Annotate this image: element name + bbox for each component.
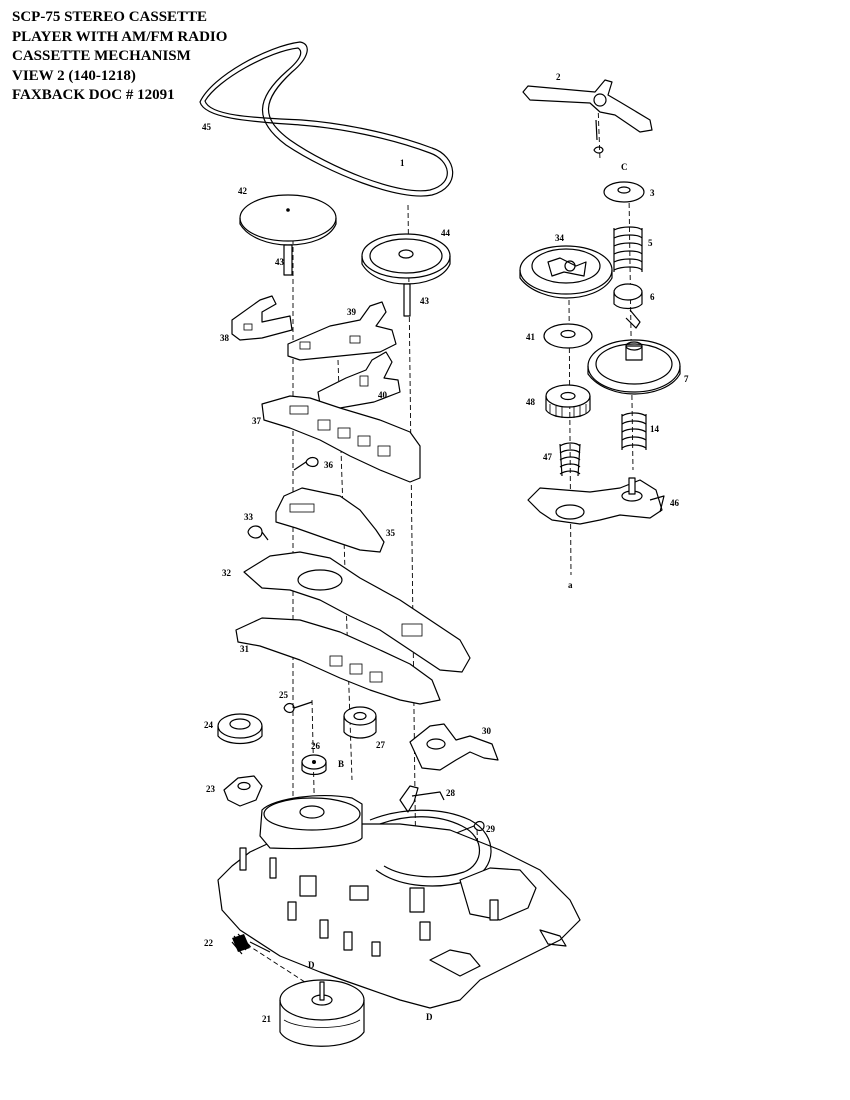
gear-part-26 <box>301 754 327 776</box>
label-part-37: 37 <box>252 416 262 426</box>
roller-part-27 <box>343 706 377 739</box>
label-ref-b: B <box>338 759 344 769</box>
label-part-5: 5 <box>648 238 653 248</box>
label-part-38: 38 <box>220 333 230 343</box>
label-part-36: 36 <box>324 460 334 470</box>
label-part-24: 24 <box>204 720 214 730</box>
spring-part-47 <box>559 442 581 477</box>
bracket-part-38 <box>231 295 293 341</box>
label-part-22: 22 <box>204 938 214 948</box>
label-part-47: 47 <box>543 452 553 462</box>
pulley-wheel <box>361 233 451 317</box>
lower-slide-plate-part-31 <box>235 617 441 705</box>
label-part-46: 46 <box>670 498 680 508</box>
label-part-32: 32 <box>222 568 232 578</box>
title-line-2: PLAYER WITH AM/FM RADIO <box>12 28 228 45</box>
roller-gear-part-24 <box>217 713 263 745</box>
spring-part-25 <box>283 701 313 714</box>
head-lever-part-30 <box>409 723 499 771</box>
label-ref-d-right: D <box>426 1012 433 1022</box>
spring-part-14 <box>621 412 647 450</box>
label-part-43-left: 43 <box>275 257 285 267</box>
label-part-31: 31 <box>240 644 250 654</box>
spring-part-22 <box>231 933 271 955</box>
label-part-2: 2 <box>556 72 561 82</box>
label-part-21: 21 <box>262 1014 272 1024</box>
title-block: SCP-75 STEREO CASSETTE PLAYER WITH AM/FM… <box>12 8 227 106</box>
drive-belt <box>199 41 454 197</box>
label-part-3: 3 <box>650 188 655 198</box>
label-part-42: 42 <box>238 186 248 196</box>
lever-part-28 <box>399 785 445 813</box>
title-line-5: FAXBACK DOC # 12091 <box>12 87 175 103</box>
label-part-30: 30 <box>482 726 492 736</box>
title-line-1: SCP-75 STEREO CASSETTE <box>12 9 208 25</box>
label-part-7: 7 <box>684 374 689 384</box>
large-gear-part-7 <box>587 339 681 395</box>
label-part-1: 1 <box>400 158 405 168</box>
cassette-chassis <box>217 795 581 1009</box>
arm-part-23 <box>223 775 263 807</box>
slide-bracket-part-39 <box>287 301 397 361</box>
label-ref-d-left: D <box>308 960 315 970</box>
large-slide-plate-part-32 <box>243 551 471 673</box>
washer-part-3 <box>603 181 645 203</box>
label-ref-a: a <box>568 580 573 590</box>
label-part-33: 33 <box>244 512 254 522</box>
label-part-27: 27 <box>376 740 386 750</box>
label-part-28: 28 <box>446 788 456 798</box>
slide-plate-part-35 <box>275 487 385 553</box>
label-part-34: 34 <box>555 233 565 243</box>
title-line-3: CASSETTE MECHANISM <box>12 48 191 64</box>
label-part-40: 40 <box>378 390 388 400</box>
reel-gear <box>519 245 613 299</box>
label-part-43-right: 43 <box>420 296 430 306</box>
clutch-ring <box>613 283 643 329</box>
lever-arm <box>522 79 653 154</box>
geared-hub <box>545 384 591 419</box>
flywheel-disc <box>239 194 337 276</box>
spring-part-29 <box>453 820 485 835</box>
label-part-25: 25 <box>279 690 289 700</box>
label-part-14: 14 <box>650 424 660 434</box>
label-part-45: 45 <box>202 122 212 132</box>
drive-motor <box>279 979 365 1047</box>
bracket-part-40 <box>317 351 401 409</box>
label-part-26: 26 <box>311 741 321 751</box>
title-line-4: VIEW 2 (140-1218) <box>12 67 136 84</box>
label-part-44: 44 <box>441 228 451 238</box>
label-part-6: 6 <box>650 292 655 302</box>
torsion-spring-part-33 <box>247 525 269 541</box>
label-part-48: 48 <box>526 397 536 407</box>
main-slide-plate <box>261 395 421 483</box>
label-part-29: 29 <box>486 824 496 834</box>
spring-part-5 <box>613 226 643 272</box>
label-ref-c: C <box>621 162 628 172</box>
part-number-labels: 45 1 42 43 44 43 2 C 3 34 5 6 38 39 41 7… <box>202 72 689 1024</box>
reel-base-plate <box>527 477 665 525</box>
label-part-35: 35 <box>386 528 396 538</box>
washer-part-41 <box>543 323 593 349</box>
label-part-41: 41 <box>526 332 536 342</box>
label-part-39: 39 <box>347 307 357 317</box>
label-part-23: 23 <box>206 784 216 794</box>
spring-part-36 <box>293 456 319 471</box>
